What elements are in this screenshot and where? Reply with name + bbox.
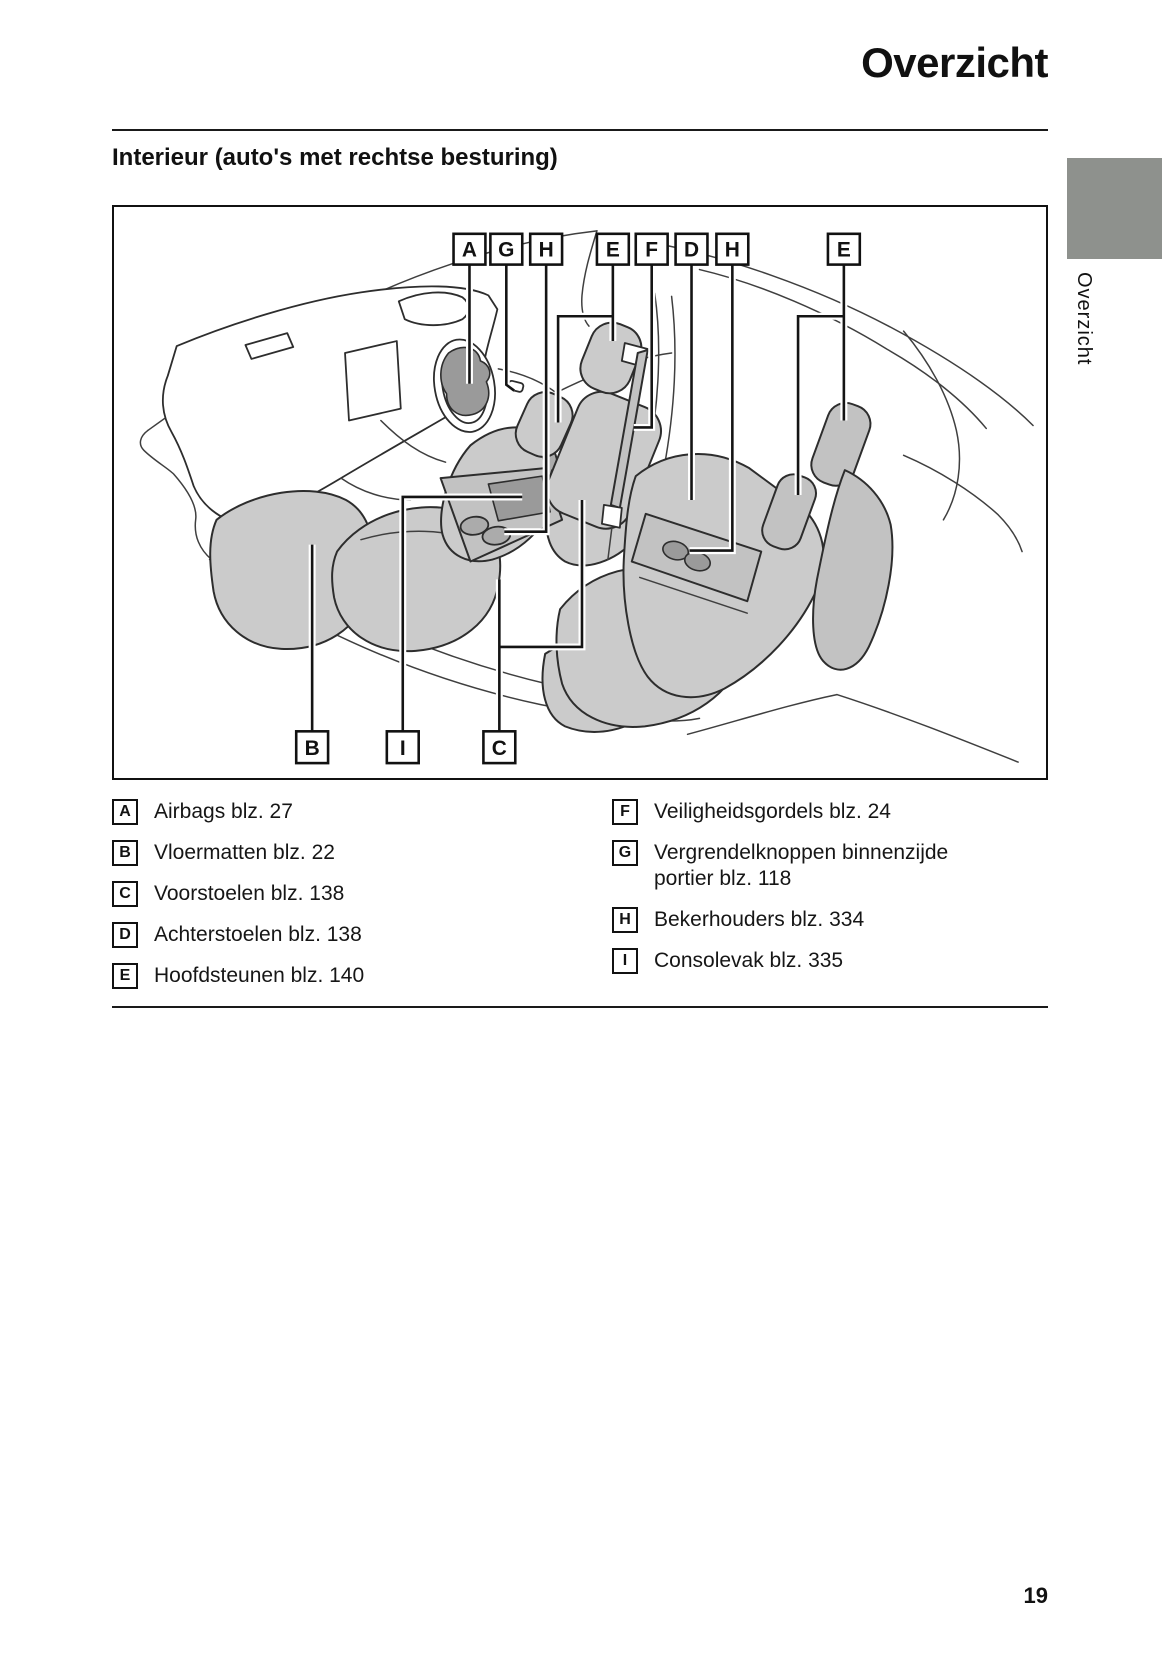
callout-box-e-front: E (595, 232, 631, 266)
svg-text:E: E (606, 239, 620, 262)
seatbelt (601, 349, 649, 561)
legend-key-c: C (112, 881, 138, 907)
callout-box-g: G (489, 232, 524, 266)
legend-key-h: H (612, 907, 638, 933)
page-number: 19 (1023, 1583, 1048, 1608)
dashboard (162, 285, 499, 525)
svg-text:D: D (684, 239, 699, 262)
legend-text-achterstoelen: Achterstoelen blz. 138 (154, 923, 362, 946)
chapter-tab-label: Overzicht (1073, 272, 1095, 366)
legend-text-consolevak: Consolevak blz. 335 (654, 949, 844, 972)
legend-text-vloermatten: Vloermatten blz. 22 (154, 841, 335, 864)
legend-text-veiligheidsgordels: Veiligheidsgordels blz. 24 (654, 800, 891, 823)
legend-item-achterstoelen: D Achterstoelen blz. 138 (112, 922, 552, 948)
callout-box-c: C (482, 730, 517, 765)
chapter-tab-marker (1067, 158, 1162, 259)
rear-headrest-right (810, 401, 872, 487)
callout-box-d: D (674, 232, 709, 266)
callout-boxes-top: A G H E F D H E (452, 232, 862, 266)
rear-headrest-left (761, 473, 817, 551)
legend-text-airbags: Airbags blz. 27 (154, 800, 293, 823)
svg-text:E: E (837, 239, 851, 262)
legend-column-left: A Airbags blz. 27 B Vloermatten blz. 22 … (112, 799, 552, 1004)
legend-key-d: D (112, 922, 138, 948)
svg-text:B: B (305, 737, 320, 760)
callout-box-i: I (385, 730, 420, 765)
legend-text-voorstoelen: Voorstoelen blz. 138 (154, 882, 345, 905)
legend-key-g: G (612, 840, 638, 866)
seatbelt-buckle (601, 504, 623, 529)
legend-key-f: F (612, 799, 638, 825)
driver-airbag (440, 346, 491, 417)
legend-item-vloermatten: B Vloermatten blz. 22 (112, 840, 552, 866)
legend-text-hoofdsteunen: Hoofdsteunen blz. 140 (154, 964, 365, 987)
legend-key-b: B (112, 840, 138, 866)
legend-item-airbags: A Airbags blz. 27 (112, 799, 552, 825)
legend-item-veiligheidsgordels: F Veiligheidsgordels blz. 24 (612, 799, 1048, 825)
legend-item-vergrendelknoppen: G Vergrendelknoppen binnenzijde portier … (612, 840, 1048, 892)
front-cupholder (459, 515, 490, 536)
callout-box-b: B (294, 730, 330, 765)
legend-item-hoofdsteunen: E Hoofdsteunen blz. 140 (112, 963, 552, 989)
svg-text:H: H (725, 239, 740, 262)
rear-seat-side (812, 469, 894, 671)
instrument-cluster (397, 291, 470, 327)
section-heading: Interieur (auto's met rechtse besturing) (112, 144, 558, 171)
svg-text:H: H (539, 239, 554, 262)
title-divider (112, 129, 1048, 131)
svg-text:C: C (492, 737, 507, 760)
legend-text-vergrendelknoppen: Vergrendelknoppen binnenzijde portier bl… (654, 841, 949, 890)
callout-box-h-front: H (528, 232, 564, 266)
rear-seat (555, 401, 894, 728)
center-display (344, 340, 402, 422)
legend-divider (112, 1006, 1048, 1008)
svg-text:G: G (498, 239, 514, 262)
legend-item-voorstoelen: C Voorstoelen blz. 138 (112, 881, 552, 907)
legend-column-right: F Veiligheidsgordels blz. 24 G Vergrende… (612, 799, 1048, 989)
interior-diagram-figure: A G H E F D H E B I C (112, 205, 1048, 780)
legend-item-bekerhouders: H Bekerhouders blz. 334 (612, 907, 1048, 933)
svg-text:F: F (645, 239, 658, 262)
legend-key-e: E (112, 963, 138, 989)
callout-box-a: A (452, 232, 487, 266)
legend-text-bekerhouders: Bekerhouders blz. 334 (654, 908, 865, 931)
dash-vent (244, 332, 295, 360)
page-title: Overzicht (861, 39, 1048, 86)
legend-key-i: I (612, 948, 638, 974)
callout-box-f: F (634, 232, 669, 266)
svg-text:I: I (400, 737, 406, 760)
interior-diagram: A G H E F D H E B I C (139, 230, 1034, 765)
legend-item-consolevak: I Consolevak blz. 335 (612, 948, 1048, 974)
svg-text:A: A (462, 239, 477, 262)
callout-box-e-rear: E (826, 232, 862, 266)
callout-box-h-rear: H (715, 232, 750, 266)
callout-boxes-bottom: B I C (294, 730, 517, 765)
legend-key-a: A (112, 799, 138, 825)
